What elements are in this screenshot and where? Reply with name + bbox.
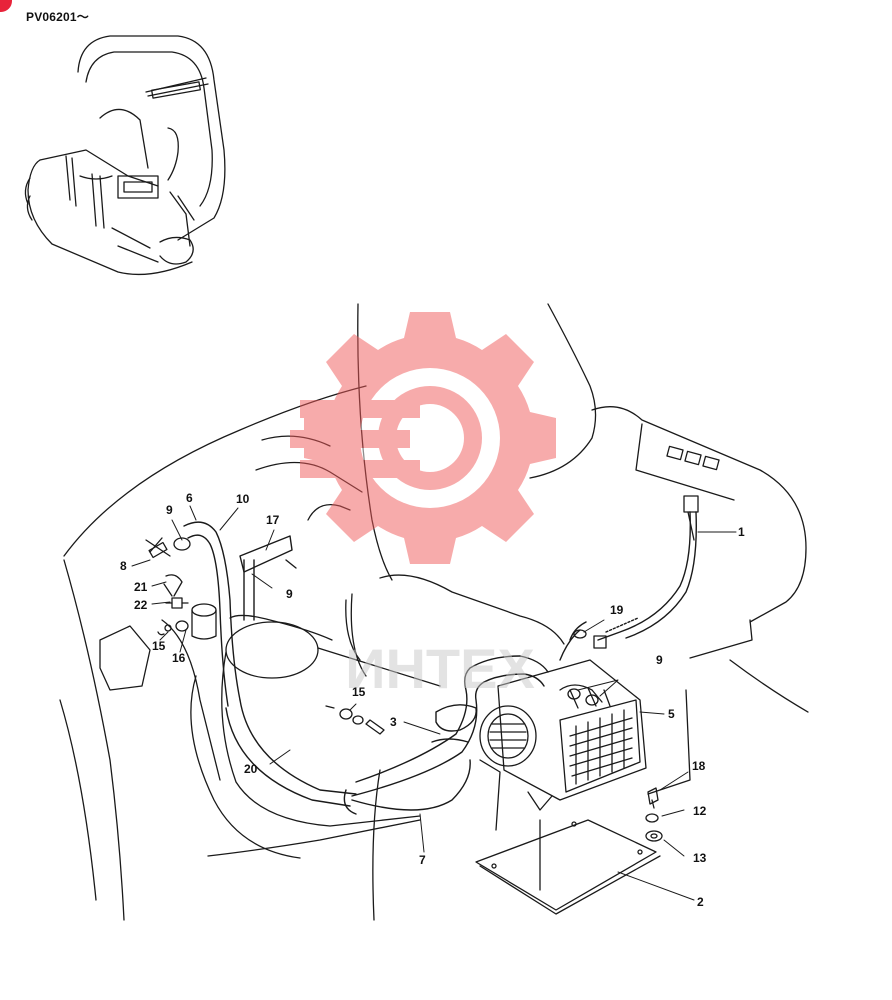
callout-7: 7 bbox=[419, 853, 426, 867]
callout-18: 18 bbox=[692, 759, 706, 773]
hoses bbox=[183, 511, 697, 815]
callout-15-right: 15 bbox=[352, 685, 366, 699]
callout-20: 20 bbox=[244, 762, 258, 776]
leader-lines bbox=[131, 505, 737, 901]
callout-6: 6 bbox=[186, 491, 193, 505]
callout-12: 12 bbox=[693, 804, 707, 818]
tank bbox=[190, 614, 441, 859]
callout-13: 13 bbox=[693, 851, 707, 865]
callout-9-right: 9 bbox=[656, 653, 663, 667]
heater-unit bbox=[479, 659, 647, 831]
callout-9-left: 9 bbox=[166, 503, 173, 517]
callout-3: 3 bbox=[390, 715, 397, 729]
callout-10: 10 bbox=[236, 492, 250, 506]
machine-body bbox=[59, 303, 809, 921]
callout-22: 22 bbox=[134, 598, 148, 612]
watermark-text: ИНТЕХ bbox=[345, 637, 535, 700]
callout-15-left: 15 bbox=[152, 639, 166, 653]
callout-5: 5 bbox=[668, 707, 675, 721]
callout-2: 2 bbox=[697, 895, 704, 909]
small-parts bbox=[145, 495, 699, 842]
callout-21: 21 bbox=[134, 580, 148, 594]
callout-9-middle: 9 bbox=[286, 587, 293, 601]
cab-thumbnail bbox=[24, 35, 226, 276]
watermark-logo: ИНТЕХ bbox=[290, 312, 556, 700]
callouts: 1 2 3 5 6 7 8 9 9 9 10 12 13 15 15 16 17… bbox=[120, 491, 745, 909]
callout-1: 1 bbox=[738, 525, 745, 539]
serial-label: PV06201～ bbox=[26, 10, 89, 24]
callout-8: 8 bbox=[120, 559, 127, 573]
callout-17: 17 bbox=[266, 513, 280, 527]
callout-16: 16 bbox=[172, 651, 186, 665]
cover-plate bbox=[475, 819, 661, 915]
callout-19: 19 bbox=[610, 603, 624, 617]
